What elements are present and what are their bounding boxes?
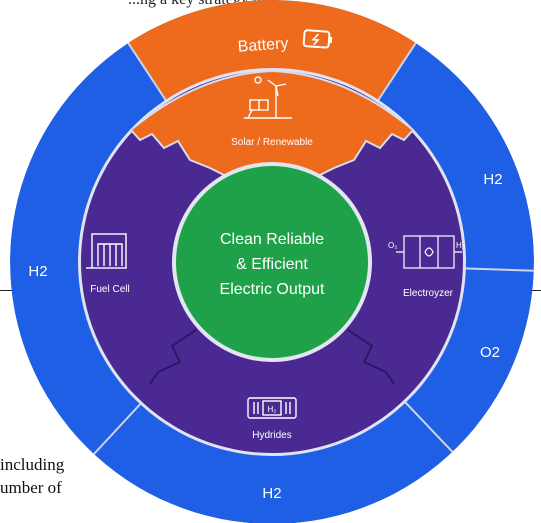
hydride-canister-icon	[247, 397, 297, 419]
page-text-fragment-2: umber of	[0, 478, 62, 498]
center-line-1: Clean Reliable	[220, 231, 324, 248]
inner-label-top: Solar / Renewable	[231, 137, 313, 148]
fuel-cell-icon	[86, 233, 127, 269]
electrolyzer-icon	[396, 235, 462, 269]
center-line-3: Electric Output	[220, 281, 325, 298]
outer-label-right-lower: O2	[480, 344, 500, 361]
seam-right	[347, 329, 395, 385]
inner-label-left: Fuel Cell	[90, 284, 129, 295]
inner-label-right: Electroyzer	[403, 288, 454, 299]
solar-wind-icon	[244, 76, 292, 119]
center-line-2: & Efficient	[236, 256, 308, 273]
page-text-fragment-1: including	[0, 455, 65, 475]
outer-label-right-upper: H2	[483, 171, 502, 188]
electrolyzer-o2-symbol: O₂	[388, 241, 397, 250]
inner-label-bottom: Hydrides	[252, 430, 291, 441]
seam-left	[149, 329, 197, 385]
battery-label: Battery	[237, 35, 289, 55]
electrolyzer-h2-symbol: H₂	[456, 241, 465, 250]
hydride-h2-symbol: H₂	[268, 405, 277, 414]
center-circle	[176, 166, 368, 358]
outer-label-left: H2	[28, 263, 47, 280]
battery-icon	[302, 29, 333, 49]
outer-label-bottom: H2	[262, 485, 281, 502]
page-text-fragment-top: ...ng a key strategy to...	[128, 0, 278, 9]
